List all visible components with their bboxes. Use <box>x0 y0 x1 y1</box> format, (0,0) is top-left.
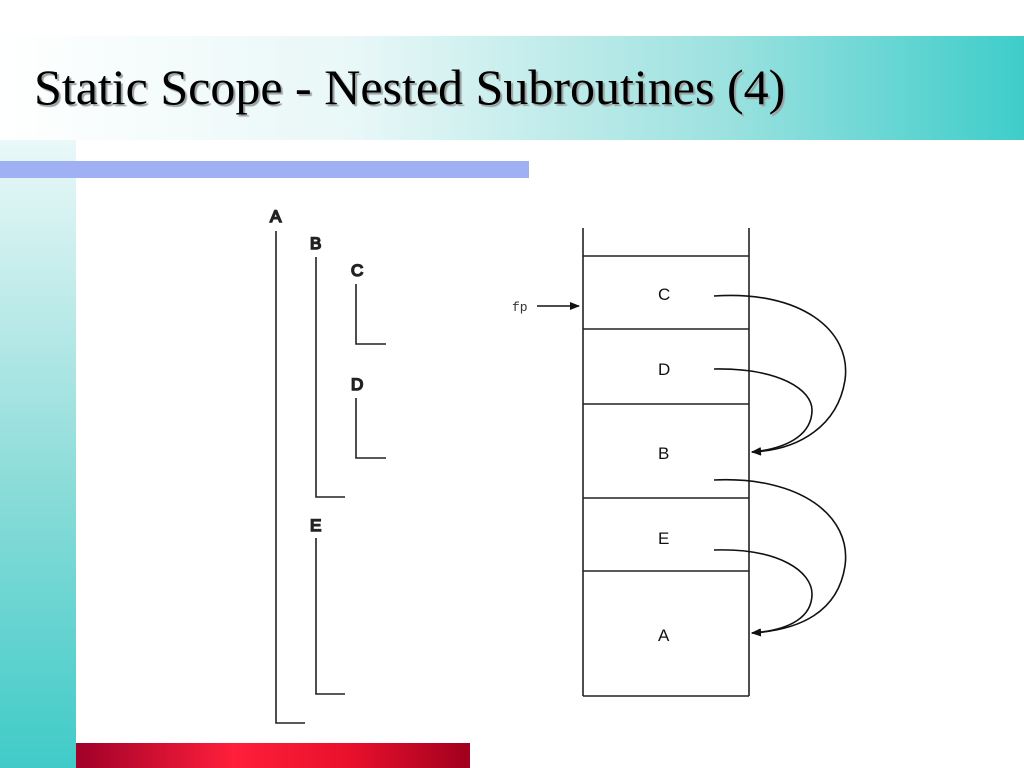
stack-frame-b: B <box>658 444 669 463</box>
scope-label-a: A <box>270 207 282 226</box>
runtime-stack <box>582 228 750 697</box>
scope-bracket-a <box>275 231 305 724</box>
slide-title: Static Scope - Nested Subroutines (4) <box>34 59 786 115</box>
scope-bracket-e <box>315 538 345 695</box>
scope-label-c: C <box>351 261 363 280</box>
title-underline-bar <box>0 161 529 178</box>
stack-frame-a: A <box>658 626 670 645</box>
stack-frame-d: D <box>658 360 670 379</box>
scope-label-d: D <box>351 375 363 394</box>
left-accent-band <box>0 140 76 768</box>
static-link-c-to-b <box>713 294 847 456</box>
scope-bracket-b <box>315 257 345 498</box>
scope-nesting-tree: A B C D E <box>269 206 386 724</box>
title-band <box>0 36 1024 140</box>
scope-label-e: E <box>310 516 321 535</box>
scope-bracket-d <box>355 398 386 459</box>
static-link-b-to-a <box>713 478 847 637</box>
footer-accent-bar <box>76 743 470 768</box>
stack-frame-e: E <box>658 529 669 548</box>
static-link-d-to-b <box>713 368 813 456</box>
stack-frame-c: C <box>658 285 670 304</box>
scope-bracket-c <box>355 284 386 345</box>
scope-label-b: B <box>310 234 321 253</box>
frame-pointer-label: fp <box>512 300 528 315</box>
static-link-e-to-a <box>713 549 813 637</box>
